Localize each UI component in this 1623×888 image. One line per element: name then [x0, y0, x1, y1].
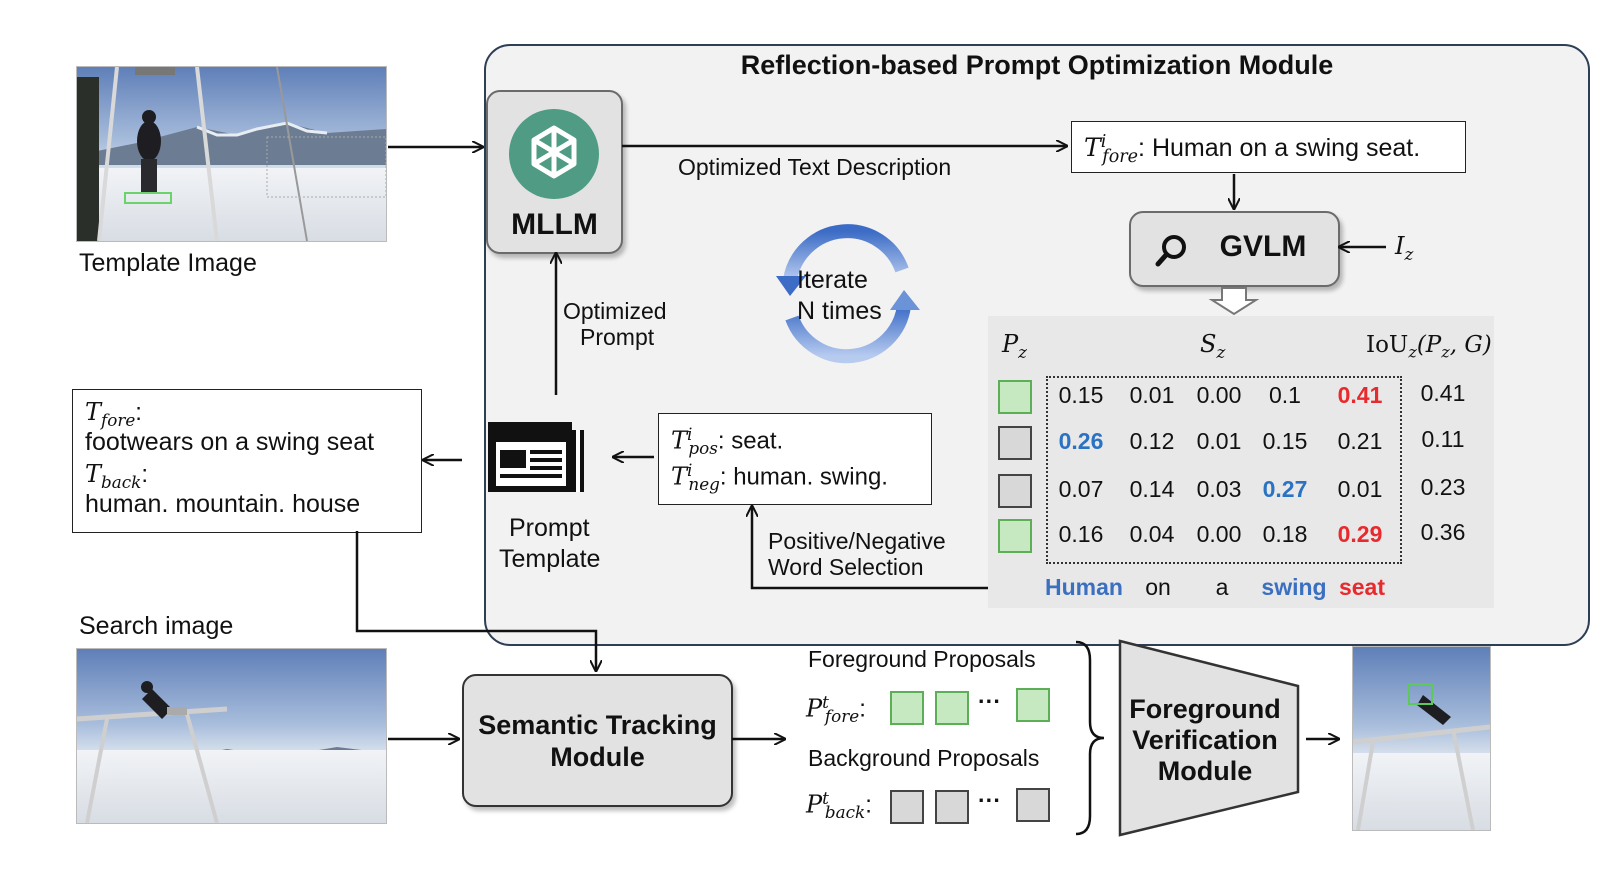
- bg-proposals-label: Background Proposals: [808, 745, 1040, 771]
- template-image-label: Template Image: [79, 249, 257, 277]
- verification-module-shape: [1118, 639, 1300, 837]
- score-cell: 0.15: [1262, 428, 1308, 454]
- iou-cell: 0.36: [1420, 519, 1466, 545]
- iou-cell: 0.11: [1421, 426, 1465, 452]
- score-cell: 0.15: [1058, 382, 1104, 408]
- newspaper-icon: [488, 422, 584, 492]
- neg-text: : human. swing.: [719, 463, 888, 491]
- rejected-proposal-box: [998, 426, 1032, 460]
- pt-back-label: P: [806, 790, 823, 819]
- fg-proposal-box: [935, 691, 969, 725]
- score-cell: 0.07: [1058, 476, 1104, 502]
- text-prompt-box: Tfore: footwears on a swing seat Tback: …: [72, 389, 422, 533]
- prompt-template-label-1: Prompt: [509, 514, 590, 542]
- fvm-label-3: Module: [1157, 756, 1253, 786]
- fvm-label-2: Verification: [1132, 725, 1278, 755]
- pos-neg-label-1: Positive/Negative: [768, 528, 946, 554]
- fg-ellipsis: ···: [978, 688, 1001, 714]
- fvm-label-1: Foreground: [1129, 694, 1281, 724]
- score-cell: 0.12: [1129, 428, 1175, 454]
- gvlm-label: GVLM: [1219, 230, 1307, 263]
- token-word: a: [1215, 574, 1229, 600]
- score-cell: 0.29: [1337, 521, 1383, 547]
- mllm-box: MLLM: [486, 90, 623, 254]
- score-cell: 0.04: [1129, 521, 1175, 547]
- semantic-label-1: Semantic Tracking: [478, 710, 717, 740]
- score-table-area: [988, 316, 1494, 608]
- result-image: [1352, 646, 1491, 831]
- iz-label: I: [1395, 232, 1405, 260]
- iterate-label-2: N times: [797, 297, 882, 325]
- bg-ellipsis: ···: [978, 787, 1001, 813]
- score-cell: 0.01: [1196, 428, 1242, 454]
- token-word: on: [1145, 574, 1171, 600]
- selected-proposal-box: [998, 519, 1032, 553]
- bg-proposal-box: [935, 790, 969, 824]
- selected-proposal-box: [998, 380, 1032, 414]
- score-cell: 0.26: [1058, 428, 1104, 454]
- sz-header: S: [1200, 330, 1217, 358]
- score-cell: 0.01: [1337, 476, 1383, 502]
- score-cell: 0.1: [1269, 382, 1301, 408]
- token-word: seat: [1338, 574, 1386, 600]
- gvlm-box: GVLM: [1129, 211, 1340, 287]
- pos-text: : seat.: [717, 427, 784, 455]
- score-matrix-border: [1046, 376, 1402, 564]
- score-cell: 0.21: [1337, 428, 1383, 454]
- token-word: Human: [1045, 574, 1123, 600]
- semantic-label-2: Module: [550, 742, 645, 772]
- score-cell: 0.01: [1129, 382, 1175, 408]
- bg-proposal-box: [890, 790, 924, 824]
- search-image-label: Search image: [79, 612, 234, 640]
- optimized-prompt-label-1: Optimized: [563, 298, 667, 324]
- score-cell: 0.14: [1129, 476, 1175, 502]
- fg-proposals-label: Foreground Proposals: [808, 646, 1036, 672]
- tfore-text: footwears on a swing seat: [85, 428, 375, 456]
- search-icon: [1155, 235, 1186, 267]
- openai-logo-icon: [509, 109, 599, 199]
- iterate-label-1: Iterate: [797, 266, 868, 294]
- bg-proposal-box: [1016, 788, 1050, 822]
- iou-cell: 0.41: [1420, 380, 1466, 406]
- tback-text: human. mountain. house: [85, 490, 361, 518]
- iterate-cycle-icon: [776, 224, 920, 364]
- score-cell: 0.27: [1262, 476, 1308, 502]
- pos-neg-label-2: Word Selection: [768, 554, 924, 580]
- math-T: T: [1084, 132, 1101, 162]
- token-word: swing: [1261, 574, 1327, 600]
- iou-cell: 0.23: [1420, 474, 1466, 500]
- optimized-text-label: Optimized Text Description: [678, 154, 952, 180]
- pos-neg-box: Tipos: seat. Tineg: human. swing.: [658, 413, 932, 505]
- pz-header: P: [1002, 330, 1019, 358]
- score-cell: 0.00: [1196, 521, 1242, 547]
- score-cell: 0.41: [1337, 382, 1383, 408]
- fg-proposal-box: [890, 691, 924, 725]
- pt-fore-label: P: [806, 694, 823, 723]
- prompt-template-label-2: Template: [499, 545, 601, 573]
- hollow-down-arrow-icon: [1208, 287, 1260, 316]
- search-image: [76, 648, 387, 824]
- optimized-description-text: : Human on a swing seat.: [1138, 133, 1421, 162]
- score-cell: 0.00: [1196, 382, 1242, 408]
- optimized-description-box: Tifore: Human on a swing seat.: [1071, 121, 1466, 173]
- fg-proposal-box: [1016, 688, 1050, 722]
- template-image: [76, 66, 387, 242]
- rejected-proposal-box: [998, 474, 1032, 508]
- panel-title: Reflection-based Prompt Optimization Mod…: [740, 50, 1334, 80]
- semantic-tracking-module: Semantic Tracking Module: [462, 674, 733, 807]
- iou-header: IoU: [1366, 332, 1409, 358]
- mllm-label: MLLM: [511, 208, 598, 241]
- score-cell: 0.03: [1196, 476, 1242, 502]
- score-cell: 0.16: [1058, 521, 1104, 547]
- optimized-prompt-label-2: Prompt: [580, 324, 655, 350]
- score-cell: 0.18: [1262, 521, 1308, 547]
